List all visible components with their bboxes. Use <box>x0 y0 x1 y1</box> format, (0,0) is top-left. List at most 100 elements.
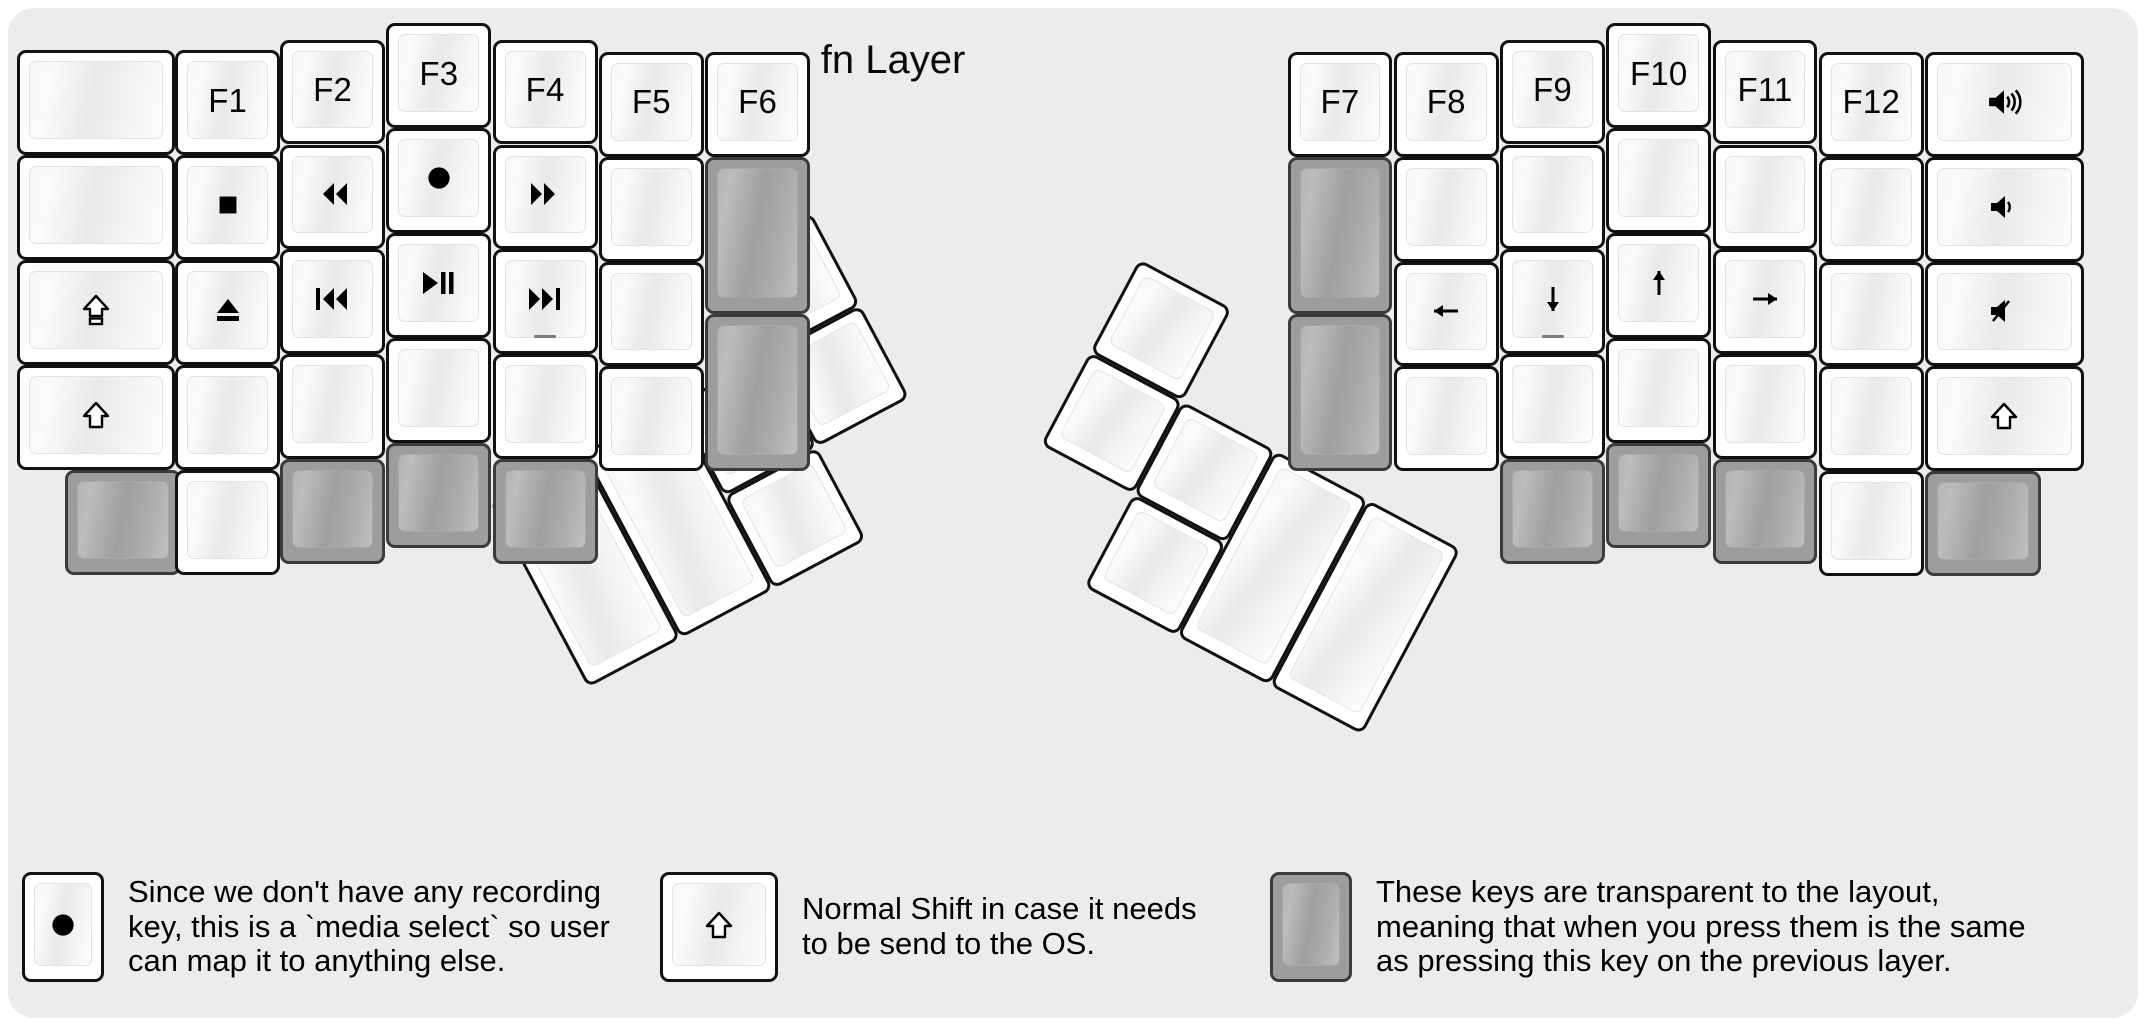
volume-up-icon <box>1985 85 2023 119</box>
col-index-key-1[interactable]: F4 <box>492 39 598 145</box>
col-pinky-r-key-2[interactable] <box>1712 144 1818 250</box>
col-pinky-key-3[interactable] <box>175 260 281 366</box>
col-index-r-key-1[interactable]: F8 <box>1393 51 1499 157</box>
col-middle-key-1[interactable]: F3 <box>386 23 492 129</box>
col-index-key-2[interactable] <box>492 144 598 250</box>
col-pinky-r-key-4[interactable] <box>1712 354 1818 460</box>
legend-key-2[interactable] <box>660 872 778 982</box>
col-index-key-4[interactable] <box>492 354 598 460</box>
col-middle-key-5[interactable] <box>386 443 492 548</box>
keycap-surface <box>1724 155 1806 234</box>
col-index-inner-r-key-2[interactable] <box>1287 156 1393 314</box>
legend-text-2: Normal Shift in case it needs to be send… <box>802 891 1197 961</box>
col-pinky-key-5[interactable] <box>175 469 281 575</box>
keycap-surface <box>1405 272 1487 351</box>
col-pinky-key-4[interactable] <box>175 365 281 470</box>
keycap-surface <box>610 377 692 456</box>
keycap-surface <box>1830 377 1912 456</box>
col-pinky-key-1[interactable]: F1 <box>175 50 281 156</box>
volume-down-icon <box>1987 191 2021 223</box>
col-index-inner-key-4[interactable] <box>598 366 704 472</box>
keycap-surface <box>1618 349 1700 428</box>
col-pinky-outer-r-key-5[interactable] <box>1818 471 1924 577</box>
col-pinky-outer-r-key-3[interactable] <box>1818 261 1924 367</box>
col-inner-extra-key-3[interactable] <box>705 313 811 472</box>
arrow-down-icon <box>1537 280 1569 318</box>
keycap-surface <box>1618 244 1700 323</box>
homing-bar <box>1541 335 1564 339</box>
col-middle-key-3[interactable] <box>386 233 492 339</box>
col-index-inner-key-3[interactable] <box>598 261 704 367</box>
col-index-inner-r-key-1[interactable]: F7 <box>1287 51 1393 157</box>
col-index-key-5[interactable] <box>492 459 598 565</box>
col-pinky-outer-key-5[interactable] <box>64 469 181 575</box>
keycap-surface <box>1724 470 1806 549</box>
col-ring-r-key-3[interactable] <box>1606 233 1712 339</box>
col-index-inner-key-1[interactable]: F5 <box>598 51 704 157</box>
col-far-right-key-5[interactable] <box>1925 471 2041 577</box>
keycap-surface <box>1724 365 1806 444</box>
col-index-r-key-4[interactable] <box>1393 366 1499 472</box>
col-ring-r-key-4[interactable] <box>1606 338 1712 444</box>
col-far-right-key-1[interactable] <box>1925 51 2084 157</box>
col-middle-key-4[interactable] <box>386 338 492 444</box>
col-far-right-key-3[interactable] <box>1925 261 2084 367</box>
keycap-surface <box>504 155 586 234</box>
media-eject-icon <box>212 294 244 326</box>
col-pinky-r-key-5[interactable] <box>1712 459 1818 565</box>
legend-key-3[interactable] <box>1270 872 1352 982</box>
col-pinky-outer-key-4[interactable] <box>16 365 176 470</box>
key-label: F2 <box>313 71 353 109</box>
col-middle-key-2[interactable] <box>386 128 492 234</box>
keycap-surface: F8 <box>1405 62 1487 141</box>
col-ring-key-4[interactable] <box>280 354 386 460</box>
col-pinky-outer-r-key-4[interactable] <box>1818 366 1924 472</box>
caps-lock-icon <box>80 293 112 327</box>
col-index-inner-r-key-3[interactable] <box>1287 313 1393 472</box>
col-middle-r-key-3[interactable] <box>1500 249 1605 355</box>
col-pinky-r-key-3[interactable] <box>1712 249 1818 355</box>
media-play-pause-icon <box>418 267 460 299</box>
keycap-surface: F2 <box>292 50 374 129</box>
col-pinky-r-key-1[interactable]: F11 <box>1712 39 1818 145</box>
col-middle-r-key-5[interactable] <box>1500 459 1605 565</box>
keycap-surface: F9 <box>1512 50 1593 129</box>
legend-item-1: Since we don't have any recording key, t… <box>22 872 610 982</box>
col-ring-r-key-5[interactable] <box>1606 443 1712 548</box>
key-label: F4 <box>525 71 565 109</box>
col-pinky-outer-r-key-2[interactable] <box>1818 156 1924 262</box>
keycap-surface: F12 <box>1830 62 1912 141</box>
col-ring-r-key-1[interactable]: F10 <box>1606 23 1712 129</box>
col-inner-extra-key-2[interactable] <box>705 156 811 314</box>
col-index-key-3[interactable] <box>492 249 598 355</box>
col-far-right-key-2[interactable] <box>1925 156 2084 262</box>
col-ring-key-3[interactable] <box>280 249 386 355</box>
col-pinky-key-2[interactable] <box>175 155 281 261</box>
col-pinky-outer-key-3[interactable] <box>16 260 176 366</box>
keycap-surface <box>1512 155 1593 234</box>
keycap-surface <box>398 244 480 323</box>
col-middle-r-key-1[interactable]: F9 <box>1500 39 1605 145</box>
legend: Since we don't have any recording key, t… <box>0 872 2146 1002</box>
col-index-r-key-3[interactable] <box>1393 261 1499 367</box>
col-pinky-outer-key-2[interactable] <box>16 155 176 261</box>
col-ring-key-1[interactable]: F2 <box>280 39 386 145</box>
key-label: F12 <box>1842 83 1900 121</box>
legend-text-3: These keys are transparent to the layout… <box>1376 873 2026 979</box>
legend-key-1[interactable] <box>22 872 104 982</box>
keycap-surface <box>1724 260 1806 339</box>
arrow-right-icon <box>1746 283 1784 315</box>
col-far-right-key-4[interactable] <box>1925 366 2084 472</box>
col-index-r-key-2[interactable] <box>1393 156 1499 262</box>
col-inner-extra-key-1[interactable]: F6 <box>705 51 811 157</box>
col-middle-r-key-2[interactable] <box>1500 144 1605 250</box>
col-ring-key-2[interactable] <box>280 144 386 250</box>
col-index-inner-key-2[interactable] <box>598 156 704 262</box>
keycap-surface: F5 <box>610 62 692 141</box>
col-ring-key-5[interactable] <box>280 459 386 565</box>
col-ring-r-key-2[interactable] <box>1606 128 1712 234</box>
col-middle-r-key-4[interactable] <box>1500 354 1605 460</box>
col-pinky-outer-key-1[interactable] <box>16 50 176 156</box>
keycap-surface <box>28 271 164 350</box>
col-pinky-outer-r-key-1[interactable]: F12 <box>1818 51 1924 157</box>
